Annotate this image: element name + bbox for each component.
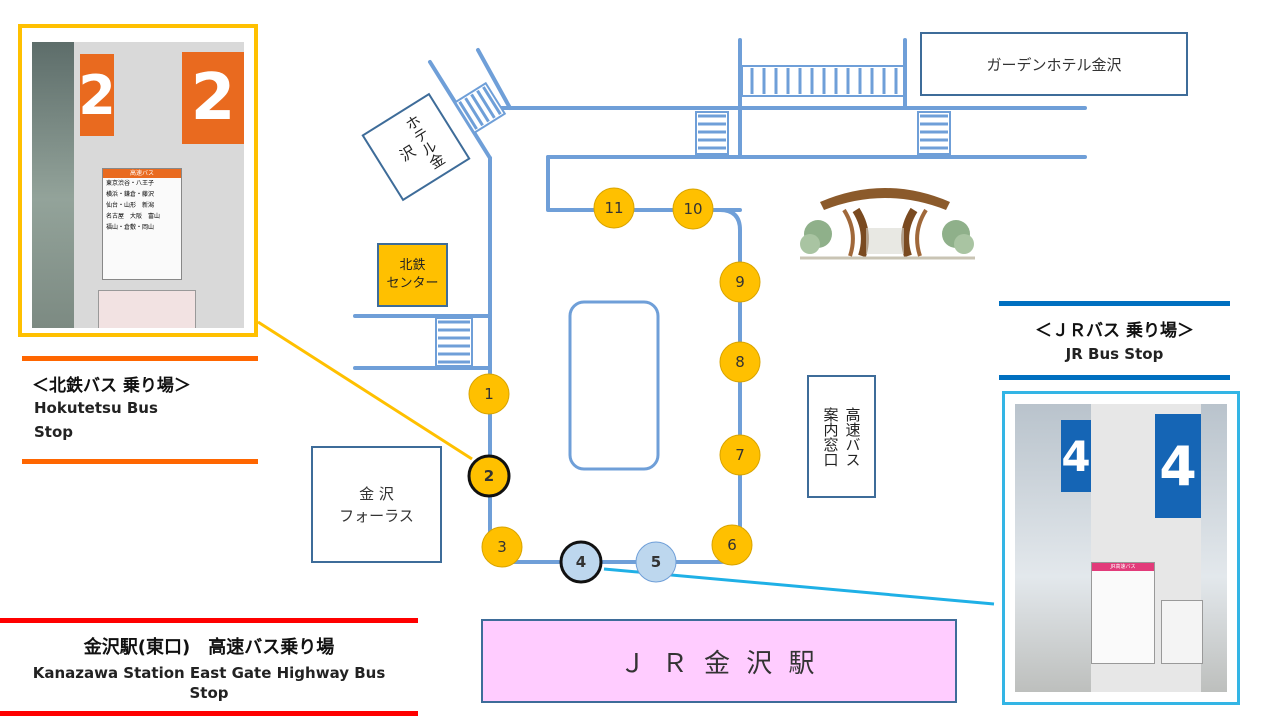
jr-number-left: 4 (1061, 431, 1091, 481)
bus-stop-5: 5 (635, 541, 677, 583)
hokutetsu-sign-line: 横浜・鎌倉・藤沢 (106, 191, 155, 198)
jr-title-block: ＜ＪＲバス 乗り場＞ JR Bus Stop (999, 301, 1230, 380)
footer-subtitle: Kanazawa Station East Gate Highway Bus S… (32, 664, 386, 702)
crosswalk-top-stripes (750, 68, 898, 94)
bus-stop-number: 3 (497, 538, 507, 556)
bus-stop-10: 10 (672, 188, 714, 230)
forus-box: 金 沢 フォーラス (311, 446, 442, 563)
bus-stop-2: 2 (467, 454, 511, 498)
jr-subtitle: JR Bus Stop (1065, 345, 1164, 363)
bus-stop-number: 6 (727, 536, 737, 554)
crosswalk-stripe (476, 89, 496, 119)
bus-stop-9: 9 (719, 261, 761, 303)
bus-stop-circle (635, 541, 677, 583)
road-loop (488, 208, 742, 564)
bus-stop-number: 8 (735, 353, 745, 371)
hokutetsu-sign-line: 名古屋 大阪 富山 (106, 213, 161, 220)
hokutetsu-title-block: ＜北鉄バス 乗り場＞ Hokutetsu Bus Stop (22, 356, 258, 464)
garden-hotel-box: ガーデンホテル金沢 (920, 32, 1188, 96)
jr-photo: 4 4 JR高速バス (1002, 391, 1240, 705)
bus-stop-circle (468, 373, 510, 415)
crosswalk-stripe (458, 101, 478, 130)
hokutetsu-photo: 2 2 高速バス 東京渋谷・八王子 横浜・鎌倉・藤沢 仙台・山形 新潟 名古屋 … (18, 24, 258, 337)
hokutetsu-pillar-panel-left: 2 (78, 54, 116, 136)
hokutetsu-pillar-panel-right: 2 (182, 52, 244, 144)
bus-stop-7: 7 (719, 434, 761, 476)
jr-sign-board-right (1161, 600, 1203, 664)
bus-stop-circle (481, 526, 523, 568)
tsuzumi-gate-illustration (800, 188, 975, 260)
jr-station-label: Ｊ Ｒ 金 沢 駅 (619, 648, 819, 679)
crosswalk-stripe (482, 86, 502, 115)
bus-stop-number: 9 (735, 273, 745, 291)
crosswalk-west (435, 317, 473, 367)
bus-stop-number: 10 (683, 200, 702, 218)
road-diagonal-inner (476, 48, 512, 110)
garden-hotel-label: ガーデンホテル金沢 (986, 55, 1122, 74)
forus-label: 金 沢 フォーラス (339, 484, 414, 525)
crosswalk-diagonal-stripes (458, 86, 502, 130)
hokutetsu-center-box: 北鉄 センター (377, 243, 448, 307)
bus-stop-circle (593, 187, 635, 229)
bus-stop-number: 2 (484, 467, 494, 485)
hokutetsu-photo-scene: 2 2 高速バス 東京渋谷・八王子 横浜・鎌倉・藤沢 仙台・山形 新潟 名古屋 … (32, 42, 244, 328)
hokutetsu-sign-board: 高速バス 東京渋谷・八王子 横浜・鎌倉・藤沢 仙台・山形 新潟 名古屋 大阪 富… (102, 168, 182, 280)
jr-sign-board: JR高速バス (1091, 562, 1155, 664)
hokutetsu-title: ＜北鉄バス 乗り場＞ (32, 376, 191, 396)
bus-stop-circle (711, 524, 753, 566)
bus-stop-number: 7 (735, 446, 745, 464)
hokutetsu-subtitle: Hokutetsu Bus Stop (34, 399, 158, 441)
bus-stop-1: 1 (468, 373, 510, 415)
hokutetsu-number-right: 2 (190, 61, 236, 135)
highway-bus-office-box: 高速バス 案内窓口 (807, 375, 876, 498)
jr-number-right: 4 (1159, 434, 1197, 498)
bus-stop-8: 8 (719, 341, 761, 383)
bus-stop-number: 11 (604, 199, 623, 217)
jr-pillar-panel-right: 4 (1155, 414, 1201, 518)
bus-stop-4: 4 (559, 540, 603, 584)
hokutetsu-sign-line: 仙台・山形 新潟 (106, 202, 155, 209)
bus-stop-circle (559, 540, 603, 584)
hokutetsu-pillar-base (98, 290, 196, 328)
bus-stop-11: 11 (593, 187, 635, 229)
footer-block: 金沢駅(東口) 高速バス乗り場 Kanazawa Station East Ga… (0, 618, 418, 716)
bus-stop-6: 6 (711, 524, 753, 566)
crosswalk-stripe (470, 93, 490, 123)
bus-stop-circle (719, 341, 761, 383)
bus-island (568, 300, 660, 471)
bus-stop-number: 5 (651, 553, 661, 571)
hokutetsu-sign-header: 高速バス (103, 169, 181, 178)
pointer-hokutetsu (257, 320, 473, 461)
bus-stop-number: 4 (576, 553, 586, 571)
jr-photo-scene: 4 4 JR高速バス (1015, 404, 1227, 692)
hokutetsu-sign-line: 福山・倉敷・岡山 (106, 224, 155, 231)
jr-pillar-panel-left: 4 (1061, 420, 1091, 492)
hokutetsu-center-label: 北鉄 センター (386, 258, 439, 291)
bus-stop-circle (672, 188, 714, 230)
bus-stop-number: 1 (484, 385, 494, 403)
hokutetsu-sign-line: 東京渋谷・八王子 (106, 180, 155, 187)
bus-stop-3: 3 (481, 526, 523, 568)
bus-stop-circle (467, 454, 511, 498)
highway-bus-office-label: 高速バス 案内窓口 (821, 406, 862, 467)
bus-stop-circle (719, 434, 761, 476)
jr-station-box: Ｊ Ｒ 金 沢 駅 (481, 619, 957, 703)
jr-sign-header: JR高速バス (1092, 563, 1154, 571)
footer-title: 金沢駅(東口) 高速バス乗り場 (83, 637, 335, 658)
crosswalk-stripe (464, 97, 484, 127)
jr-title: ＜ＪＲバス 乗り場＞ (1035, 321, 1194, 341)
bus-stop-circle (719, 261, 761, 303)
hokutetsu-number-left: 2 (78, 63, 116, 127)
